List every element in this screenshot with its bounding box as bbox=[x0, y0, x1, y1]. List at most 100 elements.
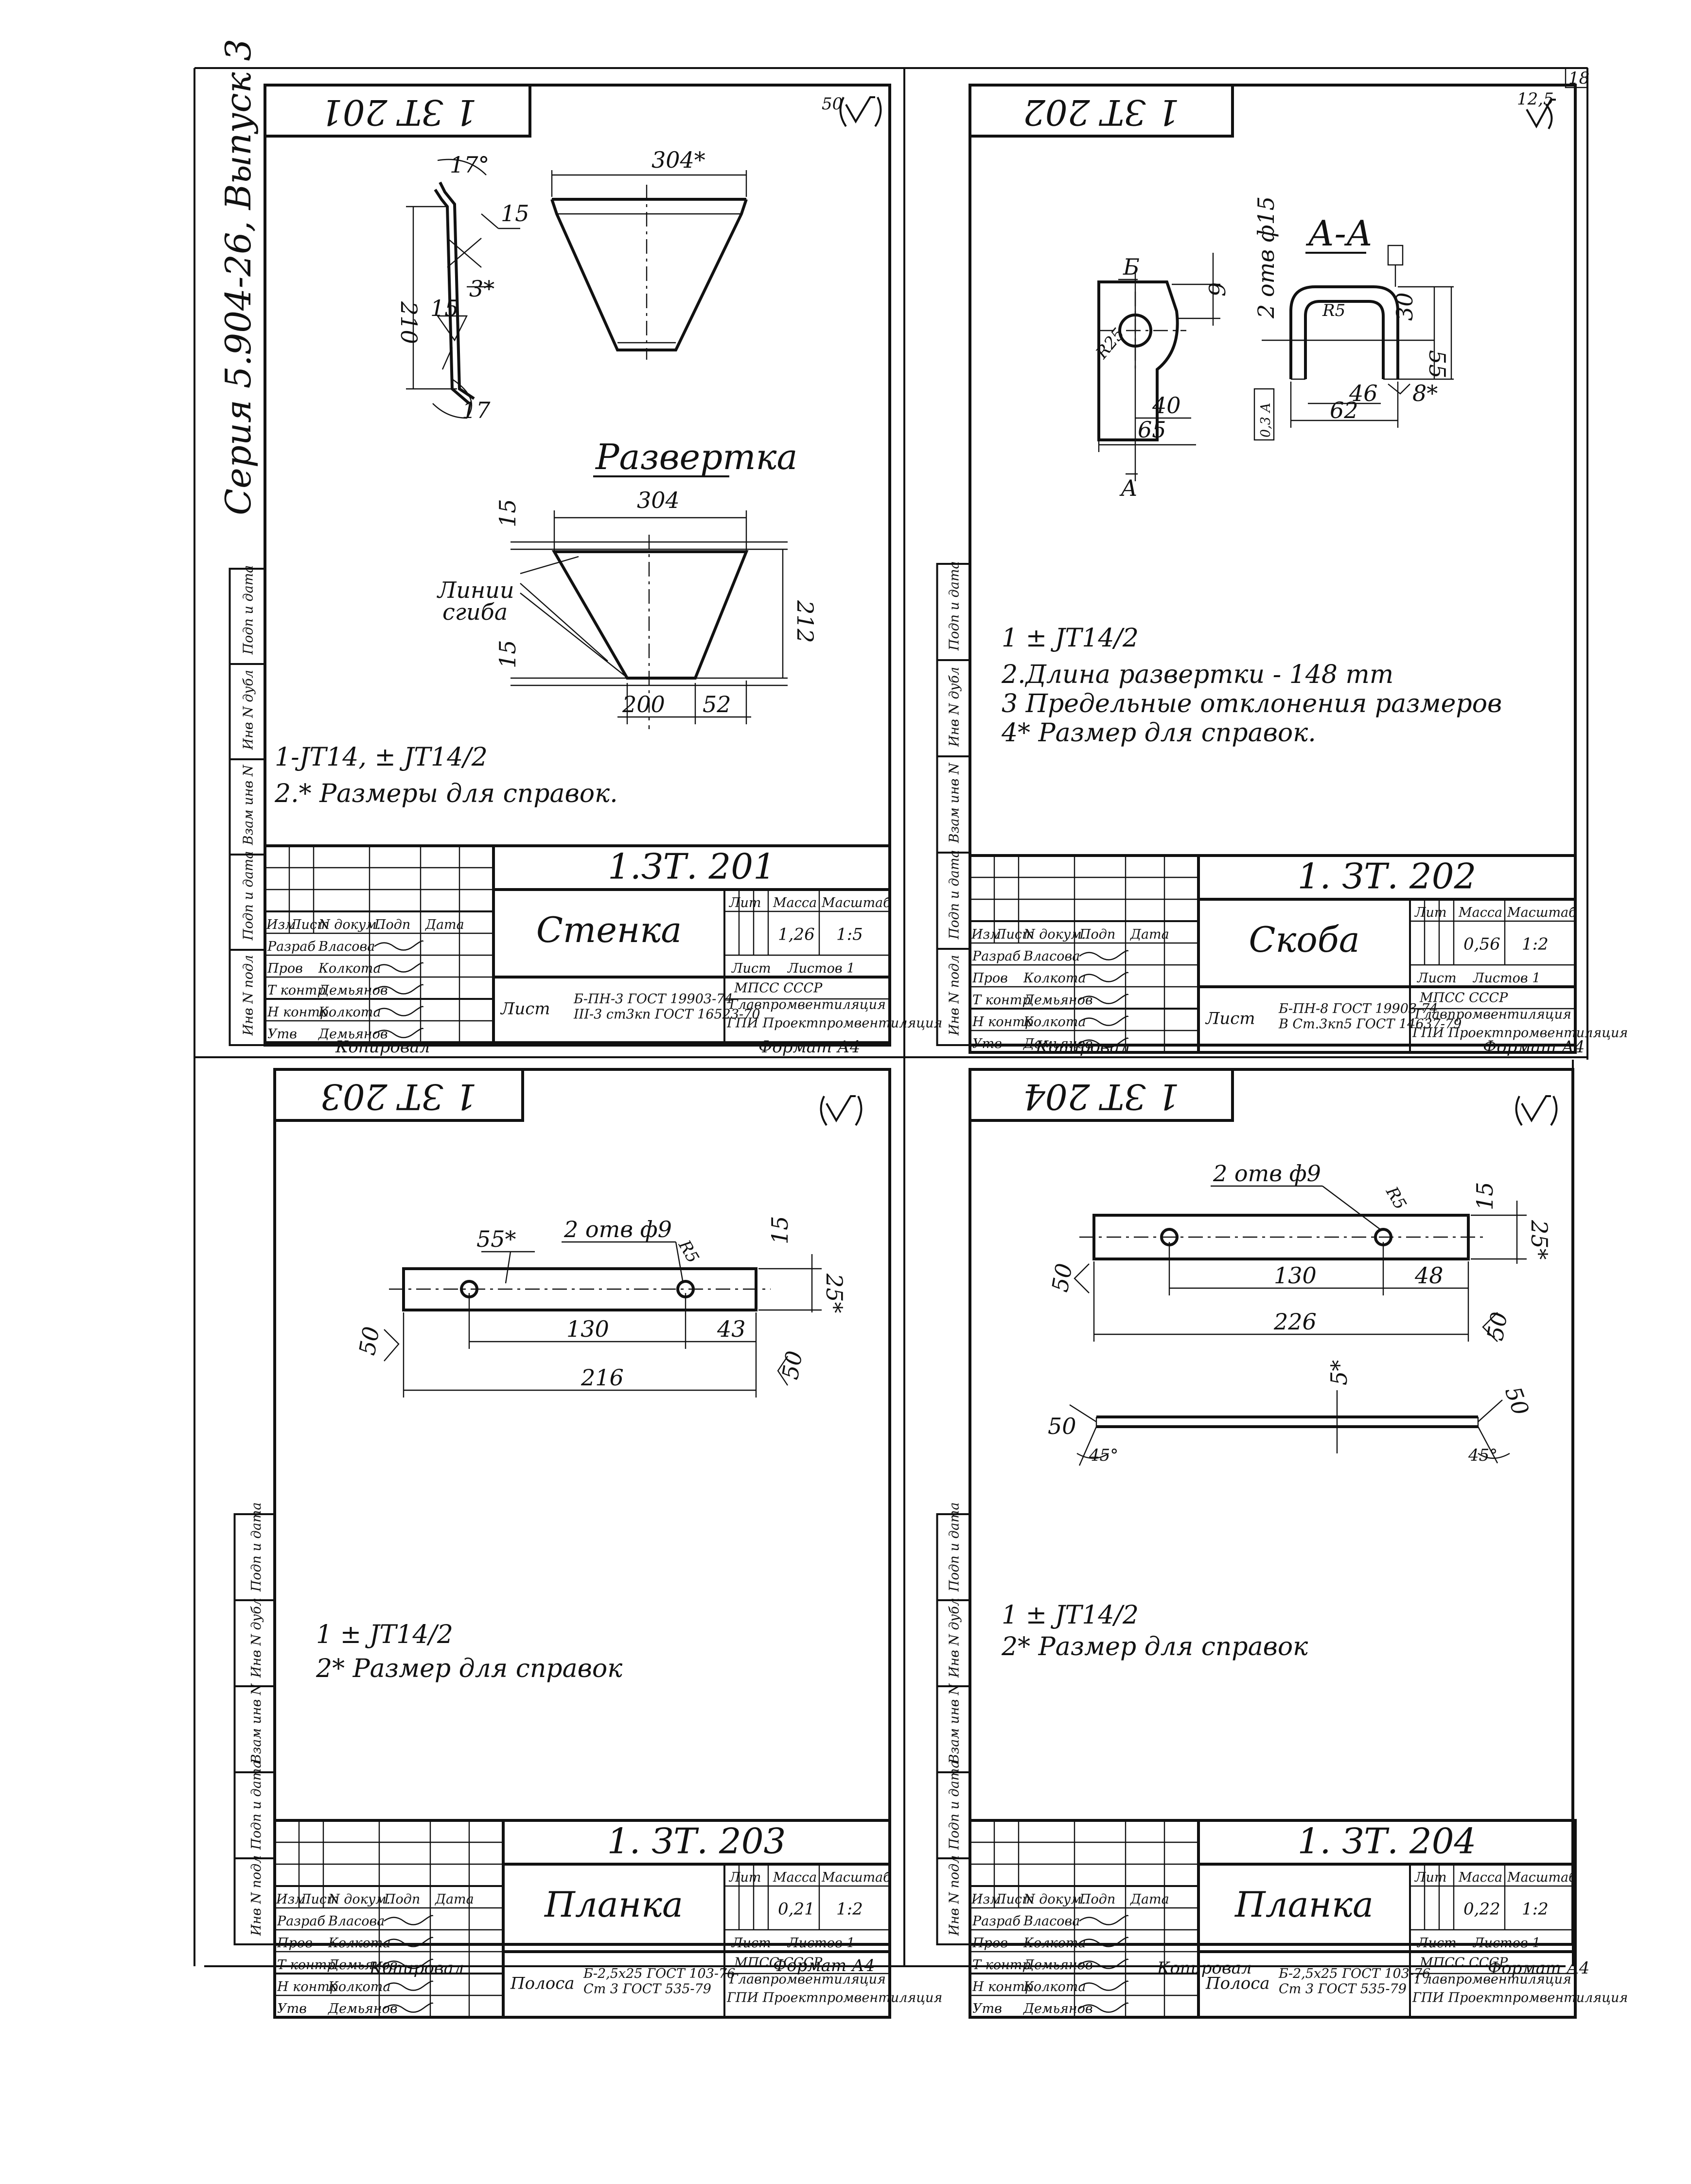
side-stamp-label: Инв N дубл bbox=[947, 1598, 962, 1678]
label-nkontr: Н контр bbox=[277, 1979, 338, 1994]
front-view-trapezoid bbox=[550, 170, 748, 360]
material-line-1: Б-ПН-8 ГОСТ 19903-74 bbox=[1278, 1001, 1438, 1016]
label-nkontr: Н контр bbox=[267, 1005, 328, 1020]
label-scale: Масштаб bbox=[821, 1870, 891, 1885]
side-stamp-label: Подп и дата bbox=[947, 1761, 962, 1851]
dim-46: 46 bbox=[1349, 380, 1378, 406]
note-1: 1 ± JT14/2 bbox=[1002, 1601, 1139, 1630]
side-stamp-label: Инв N подл bbox=[947, 1855, 962, 1937]
note-2: 2* Размер для справок bbox=[1001, 1632, 1308, 1661]
label-lit: Лит bbox=[1414, 905, 1447, 920]
scale-value: 1:2 bbox=[1522, 935, 1549, 954]
part-name: Скоба bbox=[1249, 919, 1359, 960]
label-lit: Лит bbox=[728, 1870, 761, 1885]
dim-5: 5* bbox=[1326, 1360, 1352, 1385]
note-2: 2.Длина развертки - 148 mm bbox=[1001, 660, 1393, 689]
material-line-2: Ст 3 ГОСТ 535-79 bbox=[1279, 1982, 1407, 1997]
dim-210: 210 bbox=[396, 301, 422, 344]
r-value: R5 bbox=[674, 1237, 703, 1267]
side-stamp-label: Подп и дата bbox=[947, 1503, 962, 1592]
copy-label: Копировал bbox=[335, 1037, 430, 1057]
label-podp: Подп bbox=[384, 1892, 420, 1907]
side-stamp-label: Инв N дубл bbox=[947, 667, 962, 747]
bend-label-1: Линии bbox=[437, 577, 514, 603]
label-scale: Масштаб bbox=[1507, 1870, 1577, 1885]
part-name: Планка bbox=[544, 1884, 683, 1925]
roughness-50a: 50 bbox=[1047, 1261, 1077, 1294]
scale-value: 1:2 bbox=[1522, 1900, 1549, 1919]
flat-15a: 15 bbox=[494, 499, 521, 527]
sheet-1zt203: 1 ЗТ 203 55* bbox=[273, 1068, 942, 2019]
sheet-label: Лист bbox=[731, 1936, 771, 1951]
mass-value: 0,22 bbox=[1463, 1900, 1500, 1919]
drawing-code: 1.ЗТ. 201 bbox=[608, 846, 775, 887]
label-list: Лист bbox=[994, 927, 1035, 942]
sheets-count: Листов 1 bbox=[1472, 971, 1540, 986]
label-mass: Масса bbox=[1458, 905, 1502, 920]
side-stamp-label: Взам инв N bbox=[241, 764, 256, 845]
label-izm: Изм bbox=[971, 927, 1001, 942]
sheet-label: Лист bbox=[1416, 1936, 1457, 1951]
label-nkontr: Н контр bbox=[972, 1014, 1033, 1030]
label-scale: Масштаб bbox=[821, 895, 891, 910]
material-label: Лист bbox=[1205, 1009, 1255, 1029]
side-view-strip bbox=[1069, 1390, 1510, 1466]
side-stamp-label: Взам инв N bbox=[947, 1683, 962, 1764]
sheet-label: Лист bbox=[1416, 971, 1457, 986]
label-mass: Масса bbox=[773, 1870, 817, 1885]
material-line-2: III-3 ст3кп ГОСТ 16523-70 bbox=[573, 1007, 760, 1022]
mark-a: А bbox=[1119, 475, 1138, 501]
label-lit: Лит bbox=[1414, 1870, 1447, 1885]
dim-8: 8* bbox=[1412, 380, 1438, 406]
dim-48: 48 bbox=[1414, 1262, 1444, 1289]
dim-65: 65 bbox=[1138, 417, 1166, 443]
person-3: Демьянов bbox=[318, 983, 388, 998]
tolerance-frame: 0,3 А bbox=[1258, 402, 1273, 437]
section-title: Развертка bbox=[595, 437, 797, 477]
dim-angle-top: 17° bbox=[450, 152, 490, 178]
label-prov: Пров bbox=[277, 1936, 313, 1951]
sheets-count: Листов 1 bbox=[787, 961, 855, 976]
label-nkontr: Н контр bbox=[972, 1979, 1033, 1994]
label-ndok: N докум. bbox=[328, 1892, 390, 1907]
label-tkontr: Т контр bbox=[277, 1957, 335, 1973]
r-value: R25 bbox=[1092, 324, 1129, 363]
format-label: Формат А4 bbox=[773, 1956, 875, 1975]
mass-value: 0,56 bbox=[1463, 935, 1500, 954]
format-label: Формат А4 bbox=[1488, 1958, 1589, 1978]
label-izm: Изм bbox=[971, 1892, 1001, 1907]
label-data: Дата bbox=[1130, 927, 1169, 942]
drawing-code: 1. ЗТ. 204 bbox=[1298, 1821, 1477, 1862]
side-stamp-label: Взам инв N bbox=[947, 762, 962, 843]
top-code: 1 ЗТ 203 bbox=[320, 1076, 477, 1117]
roughness-50d: 50 bbox=[1500, 1383, 1534, 1418]
label-ndok: N докум. bbox=[318, 917, 381, 932]
plate-view bbox=[384, 1241, 822, 1398]
plate-view bbox=[1074, 1185, 1527, 1342]
sheet-1zt202: 1 ЗТ 202 12,5 Б А R25 9 40 65 2 отв ф15 bbox=[969, 84, 1628, 1054]
org-line-2: Главпромвентиляция bbox=[729, 1972, 886, 1987]
label-utv: Утв bbox=[277, 2001, 307, 2016]
org-line-1: МПСС СССР bbox=[734, 981, 823, 996]
person-3: Демьянов bbox=[328, 1957, 398, 1973]
label-data: Дата bbox=[1130, 1892, 1169, 1907]
label-prov: Пров bbox=[972, 971, 1008, 986]
org-line-2: Главпромвентиляция bbox=[1414, 1007, 1571, 1022]
front-view-bracket bbox=[1097, 253, 1220, 481]
person-4: Колкотa bbox=[1023, 1014, 1086, 1030]
dim-25: 25* bbox=[821, 1273, 847, 1313]
label-podp: Подп bbox=[1079, 927, 1115, 942]
series-label: Серия 5.904-26, Выпуск 3 bbox=[218, 39, 259, 515]
org-line-3: ГПИ Проектпромвентиляция bbox=[1412, 1026, 1628, 1041]
person-3: Демьянов bbox=[1023, 993, 1093, 1008]
dim-9: 9 bbox=[1204, 282, 1231, 297]
material-label: Полоса bbox=[510, 1974, 575, 1993]
label-list: Лист bbox=[299, 1892, 339, 1907]
material-line-1: Б-2,5х25 ГОСТ 103-76 bbox=[583, 1966, 735, 1981]
r-value: R5 bbox=[1382, 1183, 1410, 1213]
dim-15b: 15 bbox=[430, 295, 459, 321]
